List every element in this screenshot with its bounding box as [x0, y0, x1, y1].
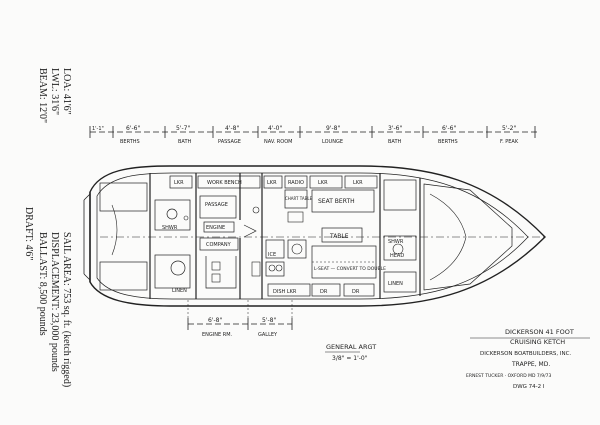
- label-chart-table: CHART TABLE: [285, 196, 313, 201]
- dim-fpeak-label: F. PEAK: [500, 139, 519, 145]
- dim-passage-value: 4'-8": [225, 125, 239, 132]
- label-ice: ICE: [268, 252, 276, 258]
- label-engine: ENGINE: [206, 225, 225, 231]
- title-line-6: DWG 74-2 I: [513, 384, 545, 390]
- label-dr-b: DR: [352, 289, 360, 295]
- dim-fpeak-value: 5'-2": [502, 125, 516, 132]
- title-line-3: DICKERSON BOATBUILDERS, INC.: [480, 351, 571, 357]
- dim-bath-aft-label: BATH: [178, 139, 192, 145]
- hull-outline: [89, 165, 546, 307]
- label-lkr-c: LKR: [318, 180, 328, 186]
- dim-berths-fwd-value: 6'-6": [442, 125, 456, 132]
- aft-berth-port: [99, 182, 148, 212]
- label-lkr-b: LKR: [267, 180, 277, 186]
- label-linen-fwd: LINEN: [388, 281, 403, 287]
- arrangement-scale: 3/8" = 1'-0": [332, 355, 368, 362]
- label-lkr-a: LKR: [174, 180, 184, 186]
- dim-nav-room-label: NAV. ROOM: [264, 139, 292, 145]
- title-line-4: TRAPPE, MD.: [511, 361, 550, 368]
- dim-lounge-value: 9'-8": [326, 125, 340, 132]
- dim-lounge-label: LOUNGE: [322, 139, 343, 145]
- dim-bath-aft-value: 5'-7": [176, 125, 190, 132]
- dim-berths-fwd-label: BERTHS: [438, 139, 458, 145]
- dim-bath-fwd-value: 3'-6": [388, 125, 402, 132]
- arrangement-title: GENERAL ARGT: [326, 343, 376, 351]
- label-work-bench: WORK BENCH: [207, 180, 242, 186]
- label-shower: SHWR: [162, 225, 178, 231]
- label-dish-lkr: DISH LKR: [273, 289, 297, 295]
- label-lkr-d: LKR: [353, 180, 363, 186]
- title-line-1: DICKERSON 41 FOOT: [505, 328, 574, 336]
- dim-galley-value: 5'-8": [262, 317, 276, 324]
- dim-berths-aft-label: BERTHS: [120, 139, 140, 145]
- title-line-2: CRUISING KETCH: [510, 338, 565, 346]
- label-radio: RADIO: [288, 180, 304, 186]
- label-linen-aft: LINEN: [172, 288, 187, 294]
- dim-nav-room-value: 4'-0": [268, 125, 282, 132]
- label-head: HEAD: [390, 253, 404, 259]
- hull-inner-line: [96, 172, 529, 300]
- label-dr-a: DR: [320, 289, 328, 295]
- label-seat-berth: SEAT BERTH: [318, 198, 355, 205]
- dim-engine-rm-label: ENGINE RM.: [202, 332, 233, 338]
- label-table: TABLE: [329, 233, 349, 240]
- dim-lead: 1'-1": [92, 126, 104, 132]
- label-l-seat: L-SEAT — CONVERT TO DOUBLE: [314, 266, 386, 272]
- dim-galley-label: GALLEY: [258, 332, 278, 338]
- dim-bath-fwd-label: BATH: [388, 139, 402, 145]
- shower-drain-icon: [166, 208, 178, 220]
- dim-berths-aft-value: 6'-6": [126, 125, 140, 132]
- v-berth: [423, 183, 513, 291]
- sink-icon: [291, 243, 303, 255]
- label-companionway: COMPANY: [206, 242, 232, 248]
- label-shower-fwd: SHWR: [388, 239, 404, 245]
- dim-engine-rm-value: 6'-8": [208, 317, 222, 324]
- label-passage: PASSAGE: [205, 202, 228, 208]
- dim-passage-label: PASSAGE: [218, 139, 241, 145]
- aft-berth-stbd: [99, 261, 148, 291]
- title-line-5: ERNEST TUCKER · OXFORD MD 7/9/73: [466, 373, 552, 379]
- toilet-icon: [170, 260, 186, 276]
